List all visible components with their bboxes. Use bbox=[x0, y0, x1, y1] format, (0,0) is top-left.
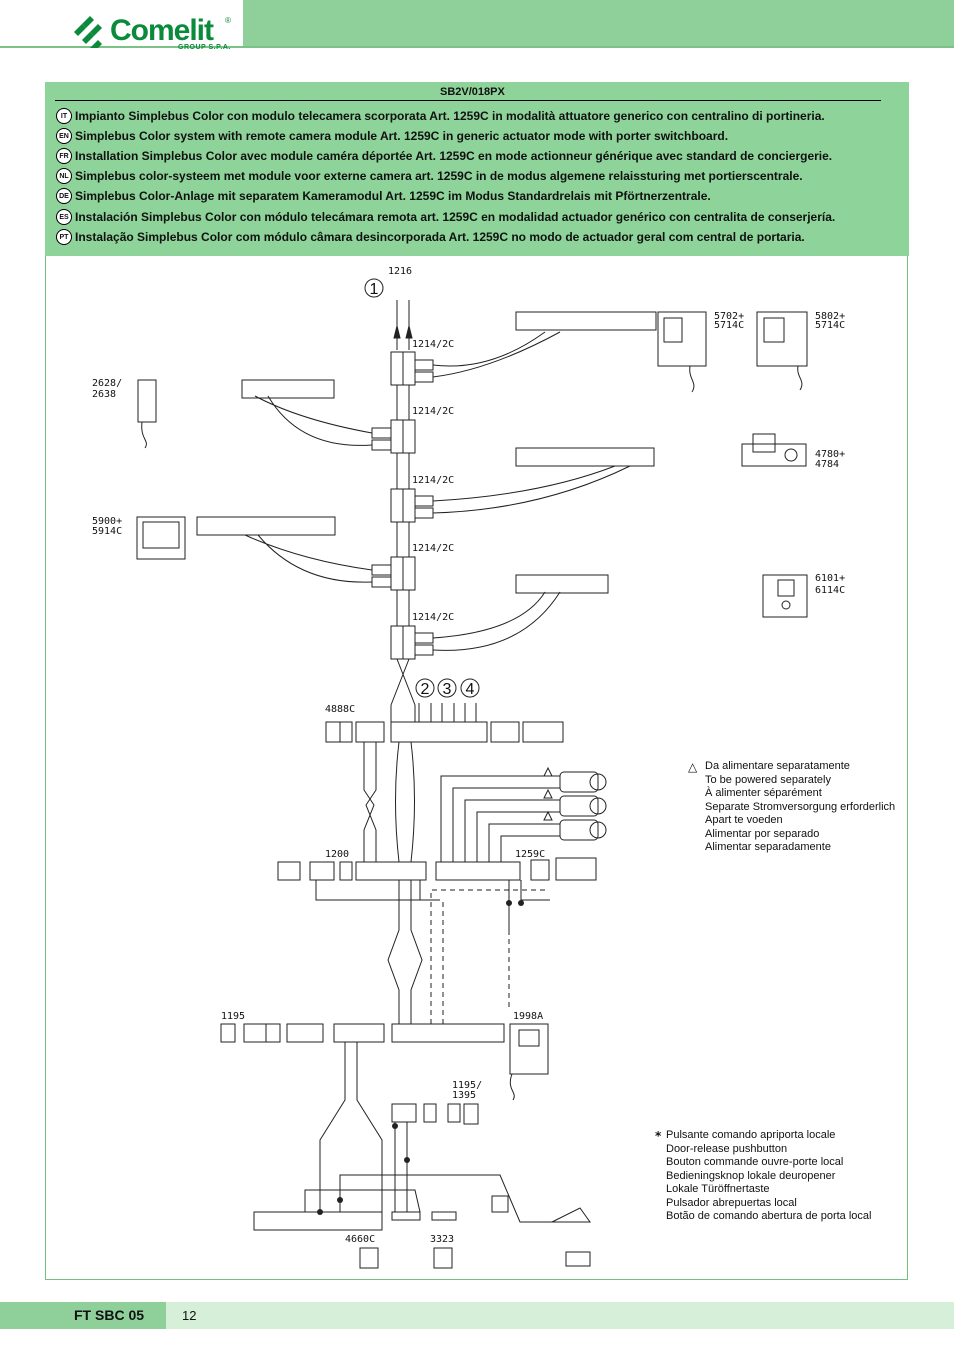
comelit-mark-icon bbox=[74, 16, 102, 48]
note-line: Botão de comando abertura de porta local bbox=[666, 1210, 872, 1222]
number-4: 4 bbox=[466, 681, 475, 698]
note-line: Pulsante comando apriporta locale bbox=[666, 1129, 836, 1141]
note-line: Bedieningsknop lokale deuropener bbox=[666, 1169, 836, 1182]
label-1395: 1395 bbox=[452, 1090, 476, 1101]
brand-name: Comelit bbox=[110, 14, 214, 47]
lang-text-nl: Simplebus color-systeem met module voor … bbox=[75, 169, 803, 183]
warning-triangle-icon: △ bbox=[688, 760, 698, 774]
note-line: Door-release pushbutton bbox=[666, 1142, 788, 1155]
label-5802: 5802+ bbox=[815, 311, 845, 322]
label-6101: 6101+ bbox=[815, 573, 845, 584]
label-5900: 5900+ bbox=[92, 516, 122, 527]
label-1195b: 1195/ bbox=[452, 1080, 482, 1091]
label-1214-e: 1214/2C bbox=[412, 612, 454, 623]
top-band-fill bbox=[243, 0, 954, 46]
note-line: To be powered separately bbox=[705, 773, 831, 786]
top-band bbox=[0, 0, 954, 48]
lang-row-fr: FR Installation Simplebus Color avec mod… bbox=[56, 147, 832, 165]
label-1214-a: 1214/2C bbox=[412, 339, 454, 350]
header-box bbox=[45, 82, 909, 256]
lang-row-en: EN Simplebus Color system with remote ca… bbox=[56, 127, 728, 145]
header-rule bbox=[55, 100, 881, 101]
label-1195: 1195 bbox=[221, 1011, 245, 1022]
note-line: Lokale Türöffnertaste bbox=[666, 1183, 770, 1195]
note-line: Separate Stromversorgung erforderlich bbox=[705, 800, 896, 813]
note-line: Alimentar separadamente bbox=[705, 841, 831, 853]
lang-badge-nl: NL bbox=[56, 168, 72, 184]
registered-mark: ® bbox=[225, 16, 231, 25]
asterisk-icon: * bbox=[655, 1129, 662, 1143]
footer-code-box bbox=[0, 1302, 166, 1329]
brand-logo: Comelit ® GROUP S.P.A. bbox=[70, 14, 240, 54]
note-line: Alimentar por separado bbox=[705, 827, 820, 840]
label-1214-d: 1214/2C bbox=[412, 543, 454, 554]
lang-badge-de: DE bbox=[56, 188, 72, 204]
note-line: À alimenter séparément bbox=[705, 787, 822, 799]
label-3323: 3323 bbox=[430, 1234, 454, 1245]
label-1200: 1200 bbox=[325, 849, 349, 860]
label-1998a: 1998A bbox=[513, 1011, 543, 1022]
lang-row-nl: NL Simplebus color-systeem met module vo… bbox=[56, 167, 803, 185]
lang-row-it: IT Impianto Simplebus Color con modulo t… bbox=[56, 107, 825, 125]
lang-badge-it: IT bbox=[56, 108, 72, 124]
top-band-rule bbox=[0, 46, 954, 48]
page-number: 12 bbox=[182, 1308, 197, 1323]
power-warning-icons bbox=[543, 766, 553, 821]
lang-row-pt: PT Instalação Simplebus Color com módulo… bbox=[56, 228, 805, 246]
note-pushbutton: Pulsante comando apriporta locale Door-r… bbox=[666, 1129, 871, 1224]
footer: FT SBC 05 12 bbox=[0, 1302, 954, 1329]
label-4660c: 4660C bbox=[345, 1234, 375, 1245]
note-line: Bouton commande ouvre-porte local bbox=[666, 1156, 844, 1168]
label-4780: 4780+ bbox=[815, 449, 845, 460]
label-5702: 5702+ bbox=[714, 311, 744, 322]
lang-row-es: ES Instalación Simplebus Color con módul… bbox=[56, 208, 835, 226]
lang-text-de: Simplebus Color-Anlage mit separatem Kam… bbox=[75, 189, 711, 203]
lang-badge-fr: FR bbox=[56, 148, 72, 164]
scheme-code: SB2V/018PX bbox=[440, 86, 505, 98]
number-3: 3 bbox=[443, 681, 452, 698]
lang-badge-en: EN bbox=[56, 128, 72, 144]
footer-code: FT SBC 05 bbox=[74, 1307, 145, 1323]
lang-text-fr: Installation Simplebus Color avec module… bbox=[75, 149, 833, 163]
diagram-frame bbox=[45, 256, 908, 1280]
label-4888c: 4888C bbox=[325, 704, 355, 715]
label-4784: 4784 bbox=[815, 459, 839, 470]
label-5914: 5914C bbox=[92, 526, 122, 537]
label-6114: 6114C bbox=[815, 585, 845, 596]
note-line: Pulsador abrepuertas local bbox=[666, 1196, 797, 1209]
label-5714: 5714C bbox=[714, 320, 744, 331]
note-line: Da alimentare separatamente bbox=[705, 760, 850, 772]
note-line: Apart te voeden bbox=[705, 814, 783, 826]
lang-badge-es: ES bbox=[56, 209, 72, 225]
lang-text-es: Instalación Simplebus Color con módulo t… bbox=[75, 210, 836, 224]
label-1216: 1216 bbox=[388, 266, 412, 277]
number-1: 1 bbox=[370, 281, 379, 298]
label-1214-c: 1214/2C bbox=[412, 475, 454, 486]
label-2638: 2638 bbox=[92, 389, 116, 400]
lang-text-pt: Instalação Simplebus Color com módulo câ… bbox=[75, 230, 805, 244]
label-1214-b: 1214/2C bbox=[412, 406, 454, 417]
lang-badge-pt: PT bbox=[56, 229, 72, 245]
lang-text-en: Simplebus Color system with remote camer… bbox=[75, 129, 729, 143]
label-1259c: 1259C bbox=[515, 849, 545, 860]
brand-group: GROUP S.P.A. bbox=[178, 44, 231, 51]
label-2628: 2628/ bbox=[92, 378, 122, 389]
lang-text-it: Impianto Simplebus Color con modulo tele… bbox=[75, 109, 825, 123]
note-separate-power: Da alimentare separatamente To be powere… bbox=[705, 760, 895, 855]
lang-row-de: DE Simplebus Color-Anlage mit separatem … bbox=[56, 187, 711, 205]
label-5714b: 5714C bbox=[815, 320, 845, 331]
number-2: 2 bbox=[421, 681, 430, 698]
